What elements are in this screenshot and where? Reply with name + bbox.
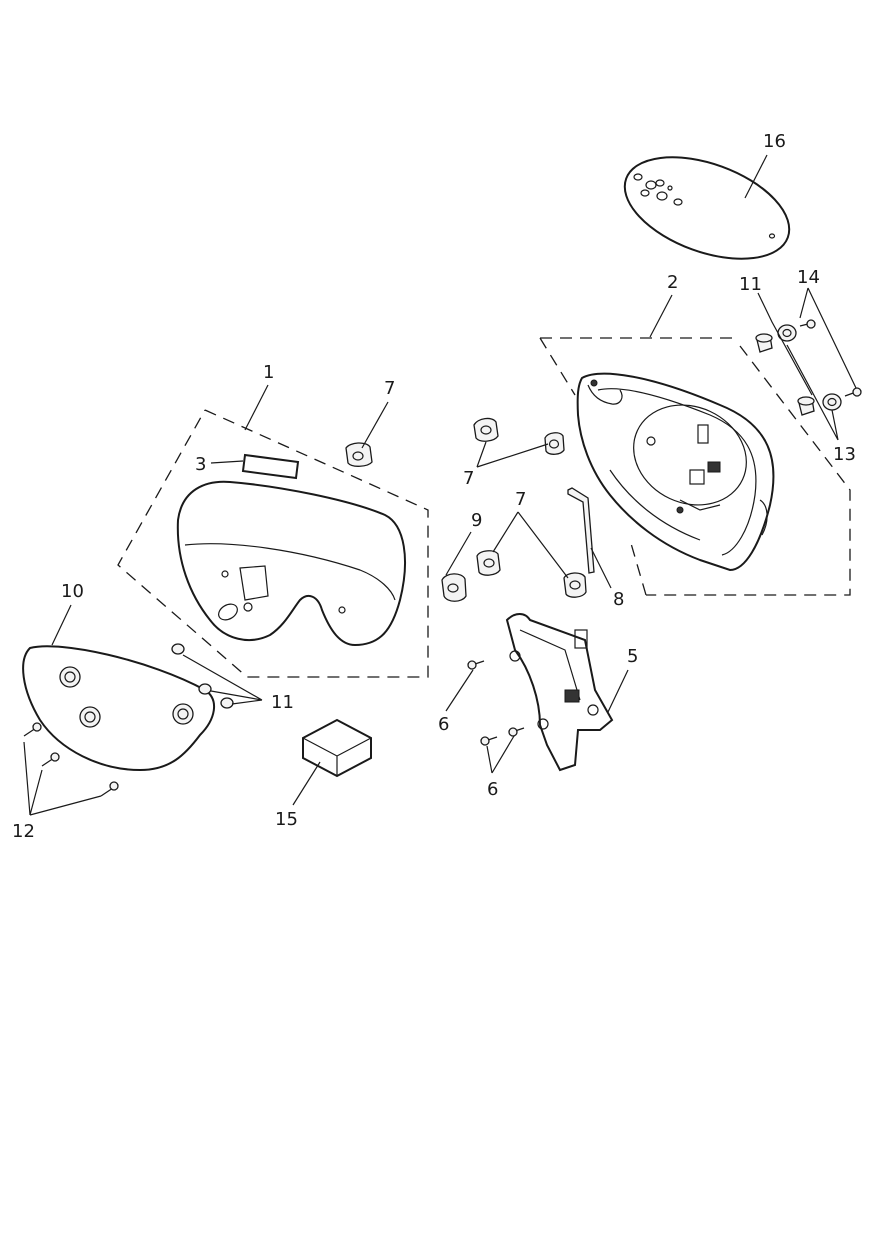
part-3-label <box>241 453 300 480</box>
part-1-cover <box>176 480 406 647</box>
assembly-1-boundary <box>117 409 429 678</box>
part-10-panel <box>22 645 215 772</box>
part-12-screw-c <box>100 781 119 797</box>
callout-7-left: 7 <box>384 378 395 399</box>
leader-lines <box>23 154 857 816</box>
callout-15: 15 <box>275 809 298 830</box>
callout-7-lower: 7 <box>515 489 526 510</box>
part-7-grommet-c <box>345 442 373 467</box>
callout-3: 3 <box>195 454 206 475</box>
callout-8: 8 <box>613 589 624 610</box>
callout-13: 13 <box>833 444 856 465</box>
callout-5: 5 <box>627 646 638 667</box>
part-11-bush-upper <box>755 333 773 353</box>
part-11-bush-lower <box>797 396 815 416</box>
callout-1: 1 <box>263 362 274 383</box>
callout-6-upper: 6 <box>438 714 449 735</box>
callout-14: 14 <box>797 267 820 288</box>
part-2-housing <box>576 372 775 572</box>
part-7-grommet-d <box>476 550 501 576</box>
part-14-screw-lower <box>844 387 862 397</box>
callout-9: 9 <box>471 510 482 531</box>
part-8-rod <box>567 487 595 574</box>
part-9-grommet <box>441 573 467 602</box>
callout-12: 12 <box>12 821 35 842</box>
callout-6-lower: 6 <box>487 779 498 800</box>
callout-10: 10 <box>61 581 84 602</box>
part-12-screw-a <box>23 722 42 737</box>
part-11-bush-left-c <box>220 697 234 709</box>
callout-11-lower: 11 <box>271 692 294 713</box>
callout-11-upper: 11 <box>739 274 762 295</box>
part-7-grommet-b <box>544 432 565 455</box>
callout-7-middle: 7 <box>463 468 474 489</box>
part-15-block <box>302 718 372 778</box>
part-6-screw-c <box>508 727 525 737</box>
part-11-bush-left-b <box>198 683 212 695</box>
callout-16: 16 <box>763 131 786 152</box>
part-7-grommet-e <box>563 572 587 598</box>
part-6-screw-a <box>467 660 485 670</box>
part-13-washer-lower <box>822 393 842 411</box>
part-14-screw-upper <box>799 319 816 329</box>
part-16-gasket <box>623 156 791 260</box>
part-5-bracket <box>505 613 614 772</box>
part-12-screw-b <box>41 752 60 767</box>
part-6-screw-b <box>480 736 498 746</box>
callout-2: 2 <box>667 272 678 293</box>
part-7-grommet-a <box>473 417 499 442</box>
part-11-bush-left-a <box>171 643 185 655</box>
